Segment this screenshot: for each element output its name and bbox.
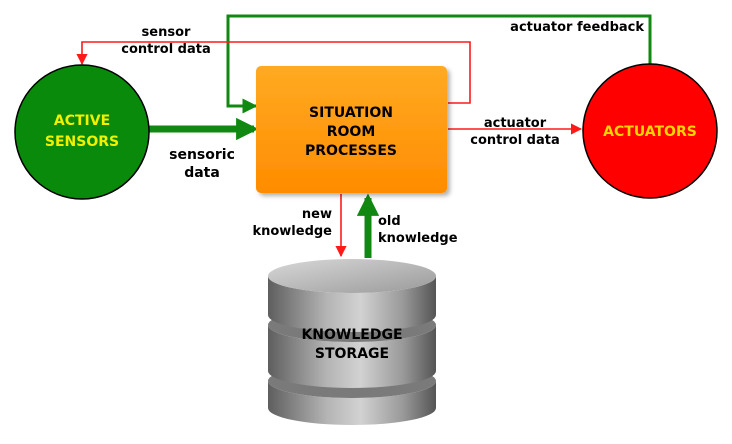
knowledge-storage-node [268, 259, 436, 425]
active-sensors-node [14, 64, 150, 200]
sensor-control-arrow [76, 41, 471, 104]
process-label-3: PROCESSES [305, 143, 397, 159]
storage-label-1: KNOWLEDGE [301, 327, 402, 343]
old-knowledge-label-2: knowledge [378, 231, 458, 246]
sensor-control-label-1: sensor [142, 25, 191, 40]
sensoric-label-2: data [184, 165, 220, 181]
actuator-control-label-1: actuator [484, 116, 547, 131]
sensoric-label-1: sensoric [169, 147, 235, 163]
old-knowledge-label-1: old [378, 214, 401, 229]
actuator-feedback-label: actuator feedback [510, 20, 644, 35]
actuator-feedback-arrow [226, 14, 652, 114]
active-sensors-label-1: ACTIVE [54, 113, 110, 129]
actuators-label: ACTUATORS [603, 124, 697, 140]
situation-room-processes-node [256, 66, 447, 193]
new-knowledge-label-1: new [302, 207, 332, 222]
sensor-control-label-2: control data [121, 42, 211, 57]
new-knowledge-label-2: knowledge [252, 224, 332, 239]
storage-label-2: STORAGE [315, 346, 389, 362]
process-label-1: SITUATION [309, 105, 393, 121]
actuators-node [582, 63, 718, 199]
active-sensors-label-2: SENSORS [45, 134, 119, 150]
actuator-control-label-2: control data [470, 133, 560, 148]
process-label-2: ROOM [327, 124, 376, 140]
